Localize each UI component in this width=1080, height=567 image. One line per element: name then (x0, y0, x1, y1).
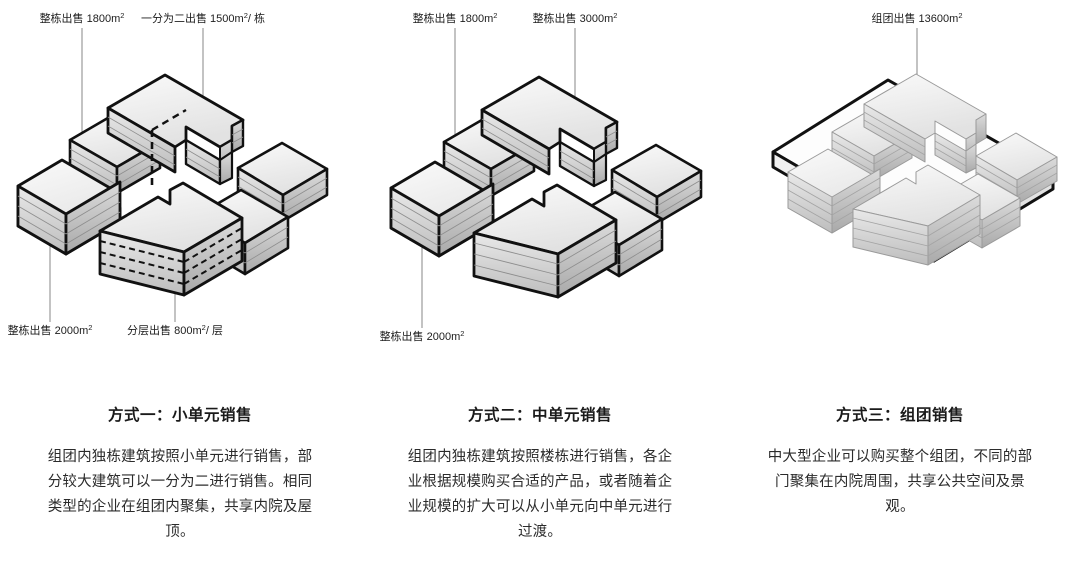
callout-labels-3: 组团出售 13600m2 (872, 11, 963, 25)
callout-top-right-label: 整栋出售 3000m2 (533, 11, 618, 25)
caption-3: 方式三：组团销售 中大型企业可以购买整个组团，不同的部门聚集在内院周围，共享公共… (720, 405, 1080, 520)
building-s-layered (98, 181, 244, 297)
callout-labels-2: 整栋出售 1800m2 整栋出售 3000m2 整栋出售 2000m2 (380, 11, 618, 343)
building-n (480, 75, 619, 188)
panel-small-unit-sales: 整栋出售 1800m2 一分为二出售 1500m2/ 栋 整栋出售 2000m2… (0, 0, 360, 567)
caption-body-2: 组团内独栋建筑按照楼栋进行销售，各企业根据规模购买合适的产品，或者随着企业规模的… (407, 449, 673, 540)
callout-top-right-label: 一分为二出售 1500m2/ 栋 (141, 11, 265, 25)
callout-top-left-label: 整栋出售 1800m2 (40, 11, 125, 25)
caption-1: 方式一：小单元销售 组团内独栋建筑按照小单元进行销售，部分较大建筑可以一分为二进… (0, 405, 360, 545)
isometric-diagram-1: 整栋出售 1800m2 一分为二出售 1500m2/ 栋 整栋出售 2000m2… (8, 11, 329, 337)
caption-body-1: 组团内独栋建筑按照小单元进行销售，部分较大建筑可以一分为二进行销售。相同类型的企… (47, 449, 313, 540)
building-s (472, 183, 618, 299)
caption-body-3: 中大型企业可以购买整个组团，不同的部门聚集在内院周围，共享公共空间及景观。 (767, 449, 1033, 515)
building-nw (442, 115, 536, 198)
caption-2: 方式二：中单元销售 组团内独栋建筑按照楼栋进行销售，各企业根据规模购买合适的产品… (360, 405, 720, 545)
building-s (852, 164, 981, 266)
callout-bottom-left-label: 整栋出售 2000m2 (8, 323, 93, 337)
callout-bottom-right-label: 分层出售 800m2/ 层 (127, 323, 223, 337)
panel-medium-unit-sales: 整栋出售 1800m2 整栋出售 3000m2 整栋出售 2000m2 方式二：… (360, 0, 720, 567)
callout-top-label: 组团出售 13600m2 (872, 11, 963, 25)
callout-bottom-left-label: 整栋出售 2000m2 (380, 329, 465, 343)
callout-top-left-label: 整栋出售 1800m2 (413, 11, 498, 25)
caption-title-2: 方式二：中单元销售 (467, 407, 612, 424)
callout-labels-1: 整栋出售 1800m2 一分为二出售 1500m2/ 栋 整栋出售 2000m2… (8, 11, 265, 337)
panel-cluster-sales: 组团出售 13600m2 方式三：组团销售 中大型企业可以购买整个组团，不同的部… (720, 0, 1080, 567)
building-ne (610, 143, 703, 225)
building-n (863, 73, 987, 174)
building-n-split (106, 73, 245, 186)
building-w (16, 158, 122, 256)
caption-title-1: 方式一：小单元销售 (107, 407, 252, 424)
isometric-diagram-3: 组团出售 13600m2 (771, 11, 1058, 266)
isometric-diagram-2: 整栋出售 1800m2 整栋出售 3000m2 整栋出售 2000m2 (380, 11, 703, 343)
floor-dashed-lines (99, 227, 243, 285)
caption-title-3: 方式三：组团销售 (835, 407, 964, 424)
building-w (389, 160, 495, 258)
